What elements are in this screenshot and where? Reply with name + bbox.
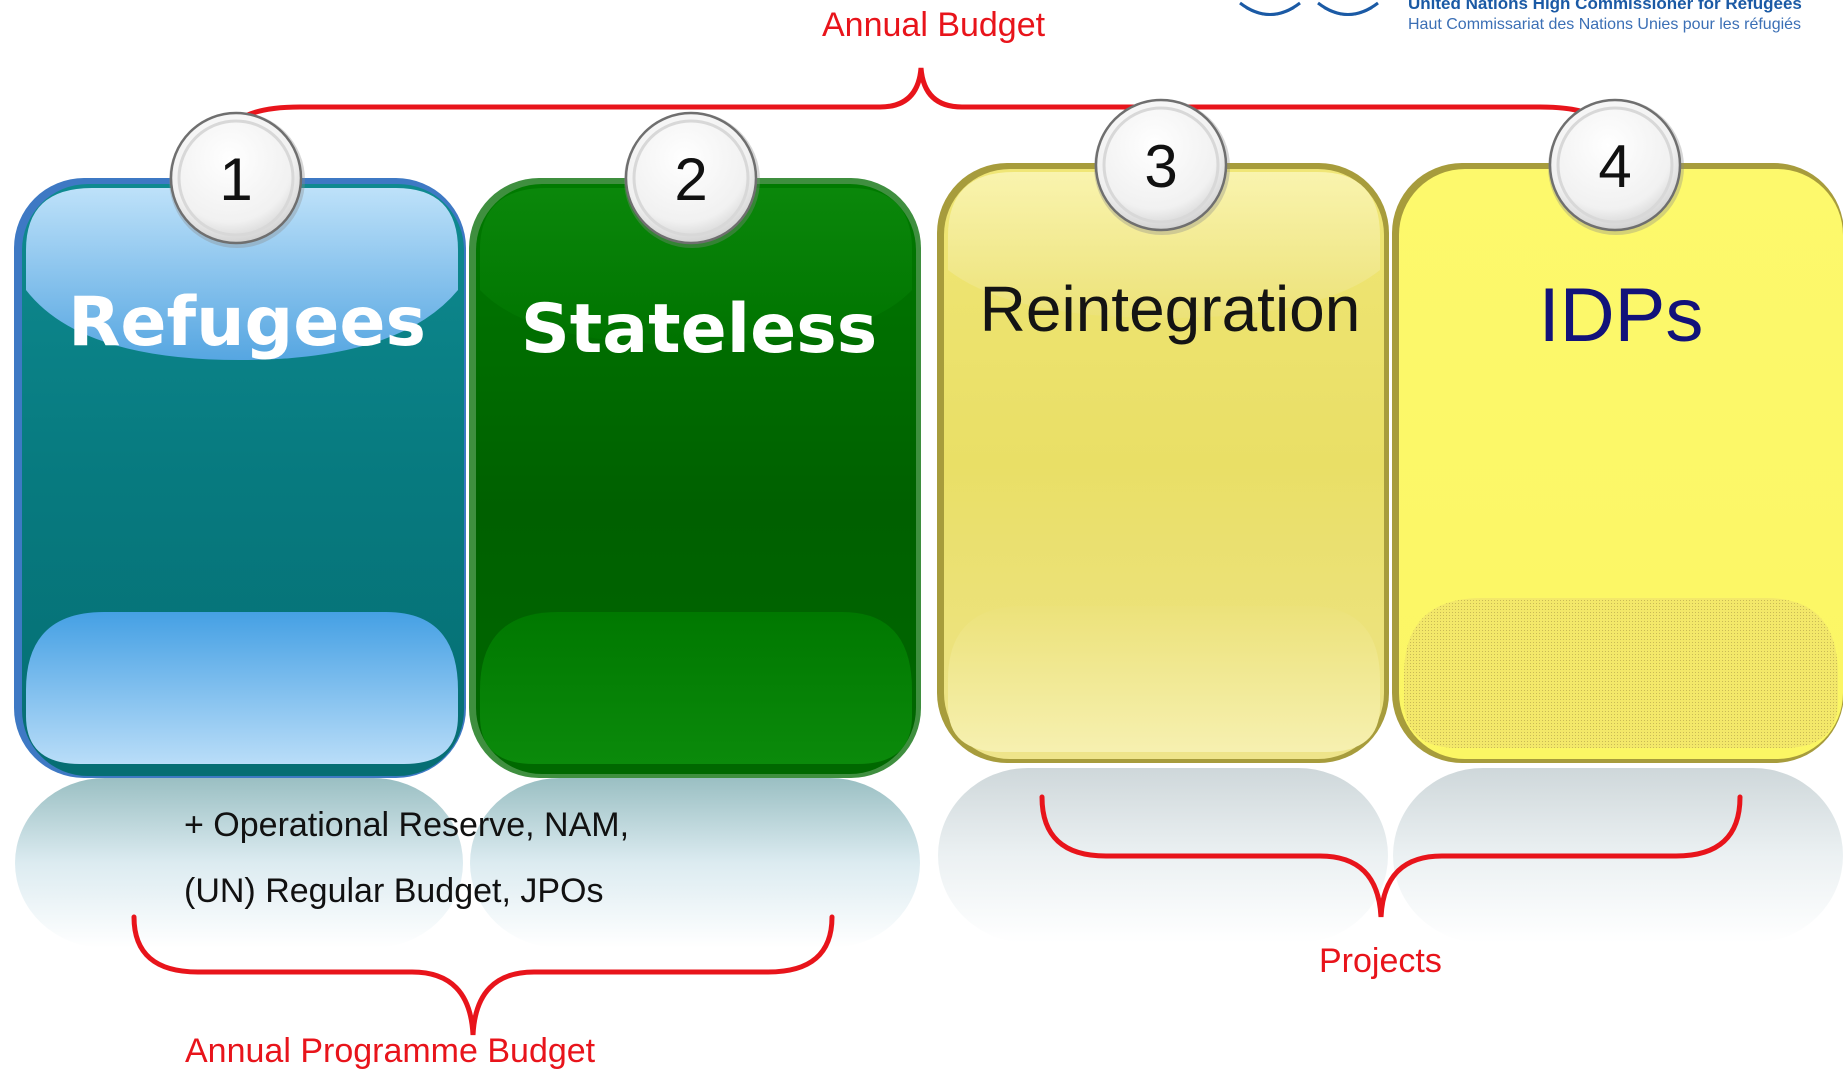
pillar-card-reintegration bbox=[937, 163, 1389, 763]
note-line-2: (UN) Regular Budget, JPOs bbox=[184, 872, 604, 910]
annual-budget-brace bbox=[223, 67, 1617, 148]
projects-brace bbox=[1039, 794, 1743, 918]
projects-label: Projects bbox=[1319, 942, 1442, 980]
pillar-card-stateless bbox=[469, 178, 921, 778]
annual-programme-budget-label: Annual Programme Budget bbox=[185, 1032, 596, 1070]
pillar-number-3: 3 bbox=[1144, 133, 1178, 200]
annual-programme-budget-brace bbox=[131, 914, 835, 1036]
note-line-1: + Operational Reserve, NAM, bbox=[184, 806, 630, 844]
pillar-number-4: 4 bbox=[1598, 133, 1632, 200]
pillar-title-refugees: Refugees bbox=[68, 283, 426, 362]
pillar-number-1: 1 bbox=[219, 146, 253, 213]
pillar-card-refugees bbox=[14, 178, 466, 778]
number-circle-2 bbox=[624, 111, 760, 248]
pillar-title-reintegration: Reintegration bbox=[979, 273, 1361, 345]
reflections bbox=[15, 768, 1843, 948]
org-name-english: United Nations High Commissioner for Ref… bbox=[1408, 0, 1802, 13]
pillar-title-idps: IDPs bbox=[1538, 273, 1704, 358]
annual-budget-label: Annual Budget bbox=[822, 6, 1046, 44]
number-circle-3 bbox=[1094, 98, 1230, 235]
pillar-title-stateless: Stateless bbox=[520, 290, 878, 369]
number-circle-1 bbox=[169, 111, 305, 248]
unhcr-logo bbox=[1239, 1, 1379, 16]
pillar-number-2: 2 bbox=[674, 146, 708, 213]
number-circle-4 bbox=[1548, 98, 1684, 235]
org-name-french: Haut Commissariat des Nations Unies pour… bbox=[1408, 16, 1802, 33]
pillar-card-idps bbox=[1392, 163, 1843, 763]
